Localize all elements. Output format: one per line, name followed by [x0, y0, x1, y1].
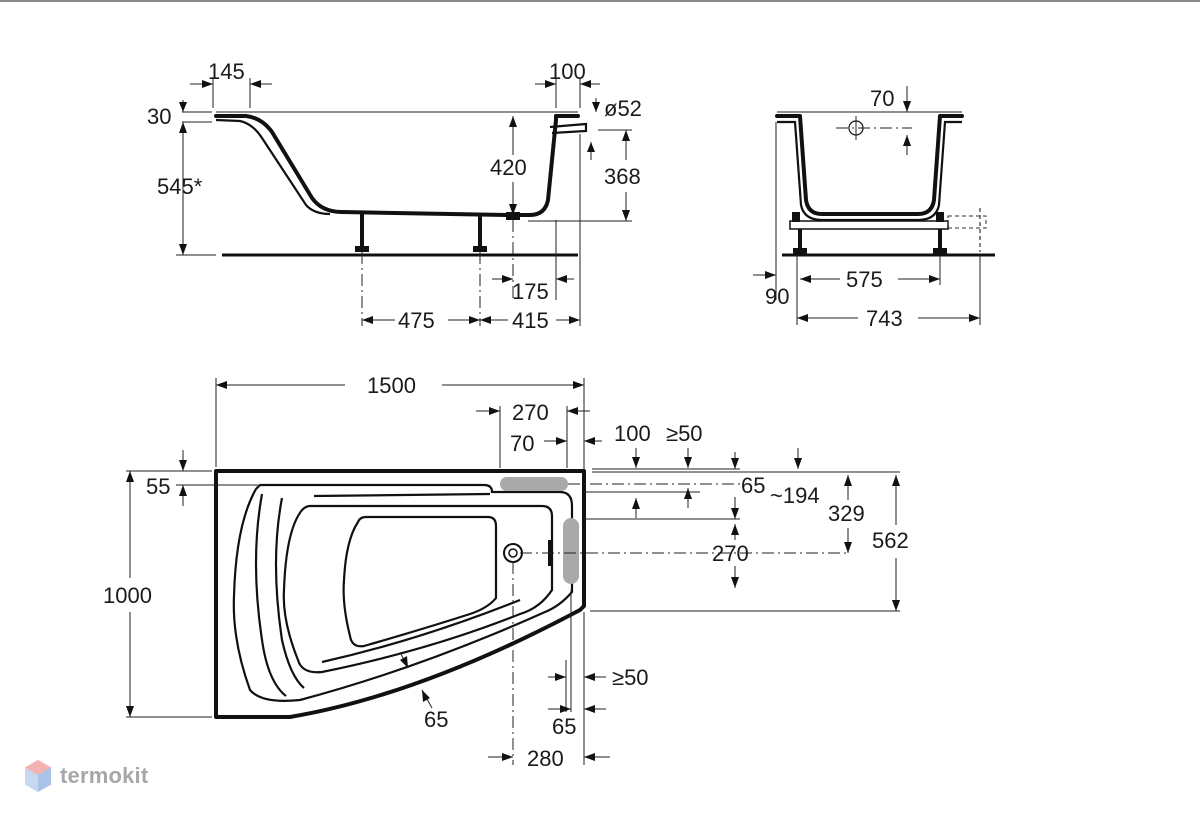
dim-approx-194: ~194 [770, 483, 820, 508]
plan-basin-inner [342, 515, 498, 648]
plan-basin-outer [282, 504, 554, 674]
side-tub-outer [215, 118, 331, 216]
end-leg-right [933, 212, 947, 254]
dim-offset-100: 100 [614, 421, 651, 446]
end-leg-left [792, 212, 807, 254]
brand-name: termokit [60, 763, 149, 788]
side-drain [506, 212, 520, 220]
top-border [0, 0, 1200, 2]
dim-top-270: 270 [512, 400, 549, 425]
dim-rim-right: 100 [549, 59, 586, 84]
dim-overall-height: 545* [157, 174, 203, 199]
dim-offset-65-right: 65 [741, 473, 765, 498]
end-overflow [836, 116, 912, 140]
end-tub-outline [775, 114, 964, 216]
dim-plan-length: 1500 [367, 373, 416, 398]
dim-offset-562: 562 [872, 528, 909, 553]
dim-bottom-65: 65 [552, 714, 576, 739]
dim-leg-height: 90 [765, 284, 789, 309]
brand-logo: termokit [24, 756, 148, 796]
side-leg-left [355, 214, 369, 252]
dim-drain-offset: 175 [512, 279, 549, 304]
dim-min-50-top: ≥50 [666, 421, 703, 446]
plan-tub-outline [214, 469, 586, 719]
plan-view: 1500 270 70 100 ≥50 [103, 373, 909, 771]
dim-end-leg-spacing: 575 [846, 267, 883, 292]
plan-inner-rim [232, 483, 574, 702]
dim-overall-width: 743 [866, 306, 903, 331]
dim-leg-spacing: 475 [398, 308, 435, 333]
dim-inner-depth: 420 [490, 155, 527, 180]
dim-top-70: 70 [510, 431, 534, 456]
plan-drain [503, 543, 523, 563]
grab-handle-side [563, 518, 579, 584]
end-view: 70 90 575 743 [753, 86, 995, 331]
dim-overflow-height: 368 [604, 164, 641, 189]
dim-leg-to-end: 415 [512, 308, 549, 333]
dim-bottom-280: 280 [527, 746, 564, 771]
side-overflow-fitting [549, 122, 588, 135]
side-leg-right [473, 214, 487, 252]
end-frame [789, 220, 949, 230]
dim-overflow-offset: 70 [870, 86, 894, 111]
dim-rim-65: 65 [424, 707, 448, 732]
dim-min-50-bottom: ≥50 [612, 665, 649, 690]
dim-drain-270: 270 [712, 541, 749, 566]
dim-overflow-diameter: ø52 [604, 96, 642, 121]
side-view: 145 100 30 545* 420 ø52 [147, 59, 642, 333]
grab-handle-top [500, 477, 568, 491]
dim-offset-329: 329 [828, 501, 865, 526]
dim-rim-left: 145 [208, 59, 245, 84]
dim-rim-thickness: 30 [147, 104, 171, 129]
side-tub-outline [214, 114, 580, 217]
dim-rim-55: 55 [146, 474, 170, 499]
hexagon-logo-icon [25, 760, 51, 792]
dim-plan-width: 1000 [103, 583, 152, 608]
